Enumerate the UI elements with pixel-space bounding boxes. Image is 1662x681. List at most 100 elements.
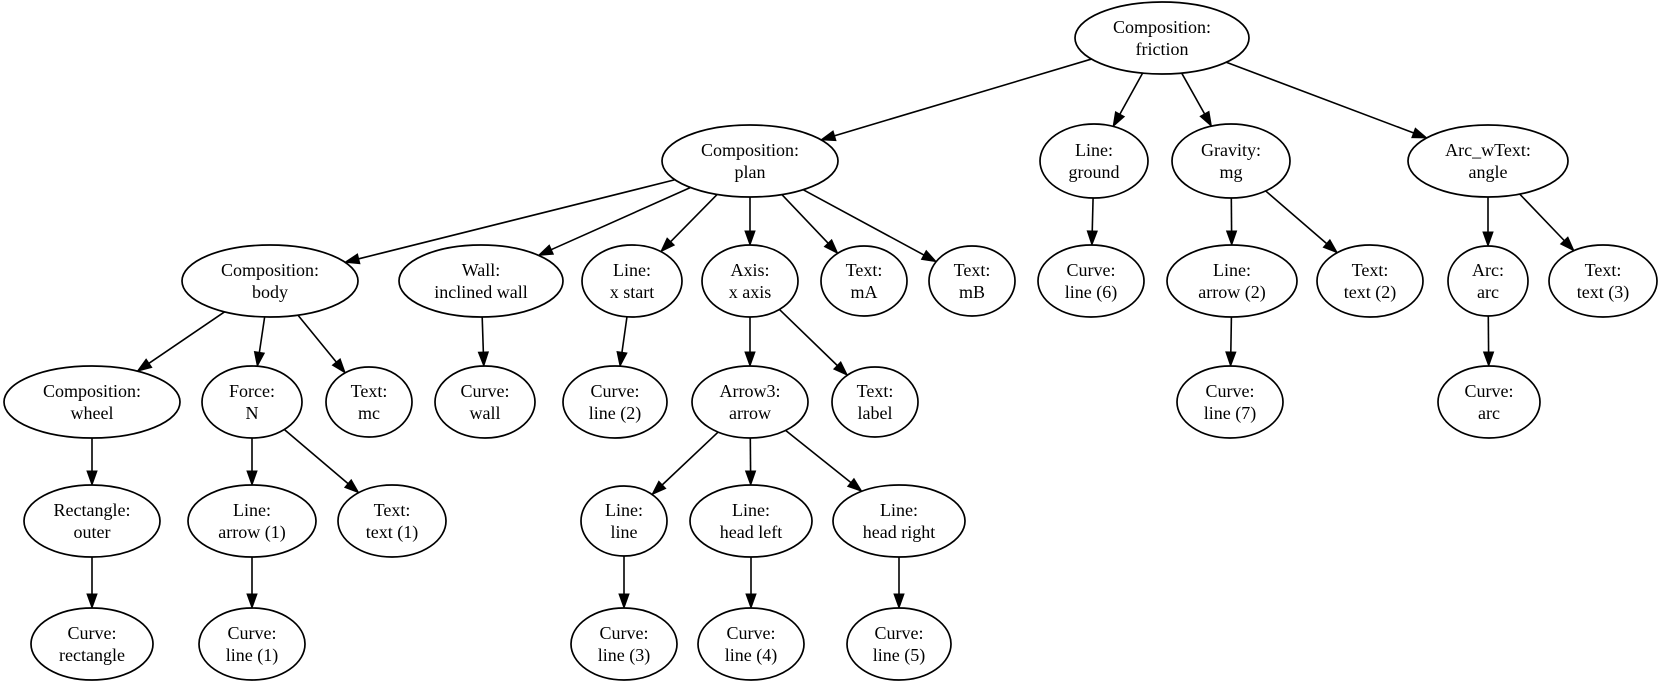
edge-line — [283, 428, 351, 486]
node-label-top: Composition: — [221, 260, 319, 280]
edge-friction-angle — [1226, 61, 1429, 139]
node-label-top: Composition: — [43, 381, 141, 401]
edge-line — [1180, 72, 1207, 117]
node-label-top: Arc: — [1472, 260, 1504, 280]
edge-arrow1-line1 — [246, 557, 258, 610]
node-label-bottom: wheel — [71, 403, 114, 423]
node-label-bottom: x start — [610, 282, 655, 302]
arrowhead-icon — [86, 470, 98, 487]
edge-plan-xstart — [659, 193, 718, 253]
node-label-bottom: line (5) — [873, 645, 925, 666]
node-label-top: Line: — [605, 500, 643, 520]
arrowhead-icon — [823, 238, 839, 255]
edge-friction-mg — [1180, 72, 1213, 128]
edge-plan-mA — [781, 194, 839, 255]
node-label-top: Curve: — [1465, 381, 1514, 401]
node-head_left: Line:head left — [689, 484, 813, 558]
arrowhead-icon — [331, 358, 347, 375]
edge-line — [1229, 316, 1233, 355]
arrowhead-icon — [1411, 127, 1429, 139]
arrowhead-icon — [744, 470, 757, 487]
node-ellipse — [187, 484, 317, 558]
node-ellipse — [661, 124, 839, 198]
node-ellipse — [337, 484, 447, 558]
node-ellipse — [201, 365, 303, 439]
arrowhead-icon — [846, 477, 863, 493]
edge-head_left-line4 — [745, 557, 757, 610]
arrowhead-icon — [819, 130, 837, 142]
node-label-bottom: ground — [1069, 162, 1120, 182]
node-label-bottom: x axis — [729, 282, 772, 302]
edge-line — [146, 311, 226, 366]
node-ellipse — [198, 607, 306, 681]
node-label-bottom: head right — [863, 522, 935, 542]
node-ellipse — [832, 484, 966, 558]
node-ellipse — [581, 244, 683, 318]
edge-body-mc — [297, 314, 347, 375]
arrowhead-icon — [1559, 236, 1575, 252]
arrowhead-icon — [136, 358, 153, 372]
node-label-top: Rectangle: — [54, 500, 131, 520]
edge-layer — [86, 58, 1575, 610]
node-mB: Text:mB — [928, 245, 1016, 317]
arrowhead-icon — [1225, 230, 1238, 247]
node-ellipse — [1176, 365, 1284, 439]
node-label-top: Curve: — [1206, 381, 1255, 401]
node-ellipse — [1437, 365, 1541, 439]
edge-line — [660, 431, 719, 487]
node-ellipse — [831, 366, 919, 438]
edge-N-arrow1 — [246, 438, 258, 487]
node-label-top: Axis: — [730, 260, 769, 280]
node-ellipse — [1074, 1, 1250, 75]
node-ellipse — [697, 607, 805, 681]
edge-friction-plan — [819, 58, 1092, 142]
node-label-bottom: friction — [1136, 39, 1189, 59]
node-label-bottom: text (2) — [1344, 282, 1396, 303]
node-label-bottom: outer — [74, 522, 111, 542]
node-arrow1: Line:arrow (1) — [187, 484, 317, 558]
node-line6: Curve:line (6) — [1037, 244, 1145, 318]
node-ellipse — [434, 365, 536, 439]
node-label-bottom: line (6) — [1065, 282, 1117, 303]
arrowhead-icon — [1482, 351, 1495, 368]
arrowhead-icon — [1225, 351, 1237, 368]
node-label-top: Curve: — [1067, 260, 1116, 280]
node-label-bottom: arc — [1478, 403, 1500, 423]
arrowhead-icon — [253, 351, 266, 368]
node-label-top: Text: — [846, 260, 883, 280]
node-ellipse — [325, 366, 413, 438]
edge-plan-mB — [802, 189, 938, 263]
node-ellipse — [30, 607, 154, 681]
node-mg: Gravity:mg — [1171, 123, 1291, 199]
node-ellipse — [701, 244, 799, 318]
edge-arc-curve_arc — [1482, 315, 1495, 368]
edge-arrow3-line_line — [650, 431, 719, 496]
node-label-top: Text: — [954, 260, 991, 280]
node-line5: Curve:line (5) — [846, 607, 952, 681]
node-label-top: Text: — [1352, 260, 1389, 280]
node-text3: Text:text (3) — [1548, 244, 1658, 318]
node-label-top: Line: — [1213, 260, 1251, 280]
arrowhead-icon — [246, 593, 258, 610]
edge-plan-body — [343, 178, 676, 265]
node-label-top: Gravity: — [1201, 140, 1261, 160]
node-ellipse — [3, 365, 181, 439]
node-label-top: Curve: — [68, 623, 117, 643]
node-layer: Composition:frictionComposition:planLine… — [3, 1, 1658, 681]
arrowhead-icon — [744, 230, 756, 247]
node-label: Text:label — [831, 366, 919, 438]
node-ellipse — [691, 365, 809, 439]
node-ground: Line:ground — [1039, 123, 1149, 199]
node-line7: Curve:line (7) — [1176, 365, 1284, 439]
node-body: Composition:body — [181, 244, 359, 318]
node-line_line: Line:line — [580, 485, 668, 557]
node-arrow3: Arrow3:arrow — [691, 365, 809, 439]
edge-xstart-line2 — [616, 316, 628, 368]
node-label-top: Curve: — [727, 623, 776, 643]
edge-line — [781, 194, 831, 246]
node-N: Force:N — [201, 365, 303, 439]
arrowhead-icon — [832, 361, 849, 377]
node-curve_rect: Curve:rectangle — [30, 607, 154, 681]
node-label-bottom: text (1) — [366, 522, 418, 543]
